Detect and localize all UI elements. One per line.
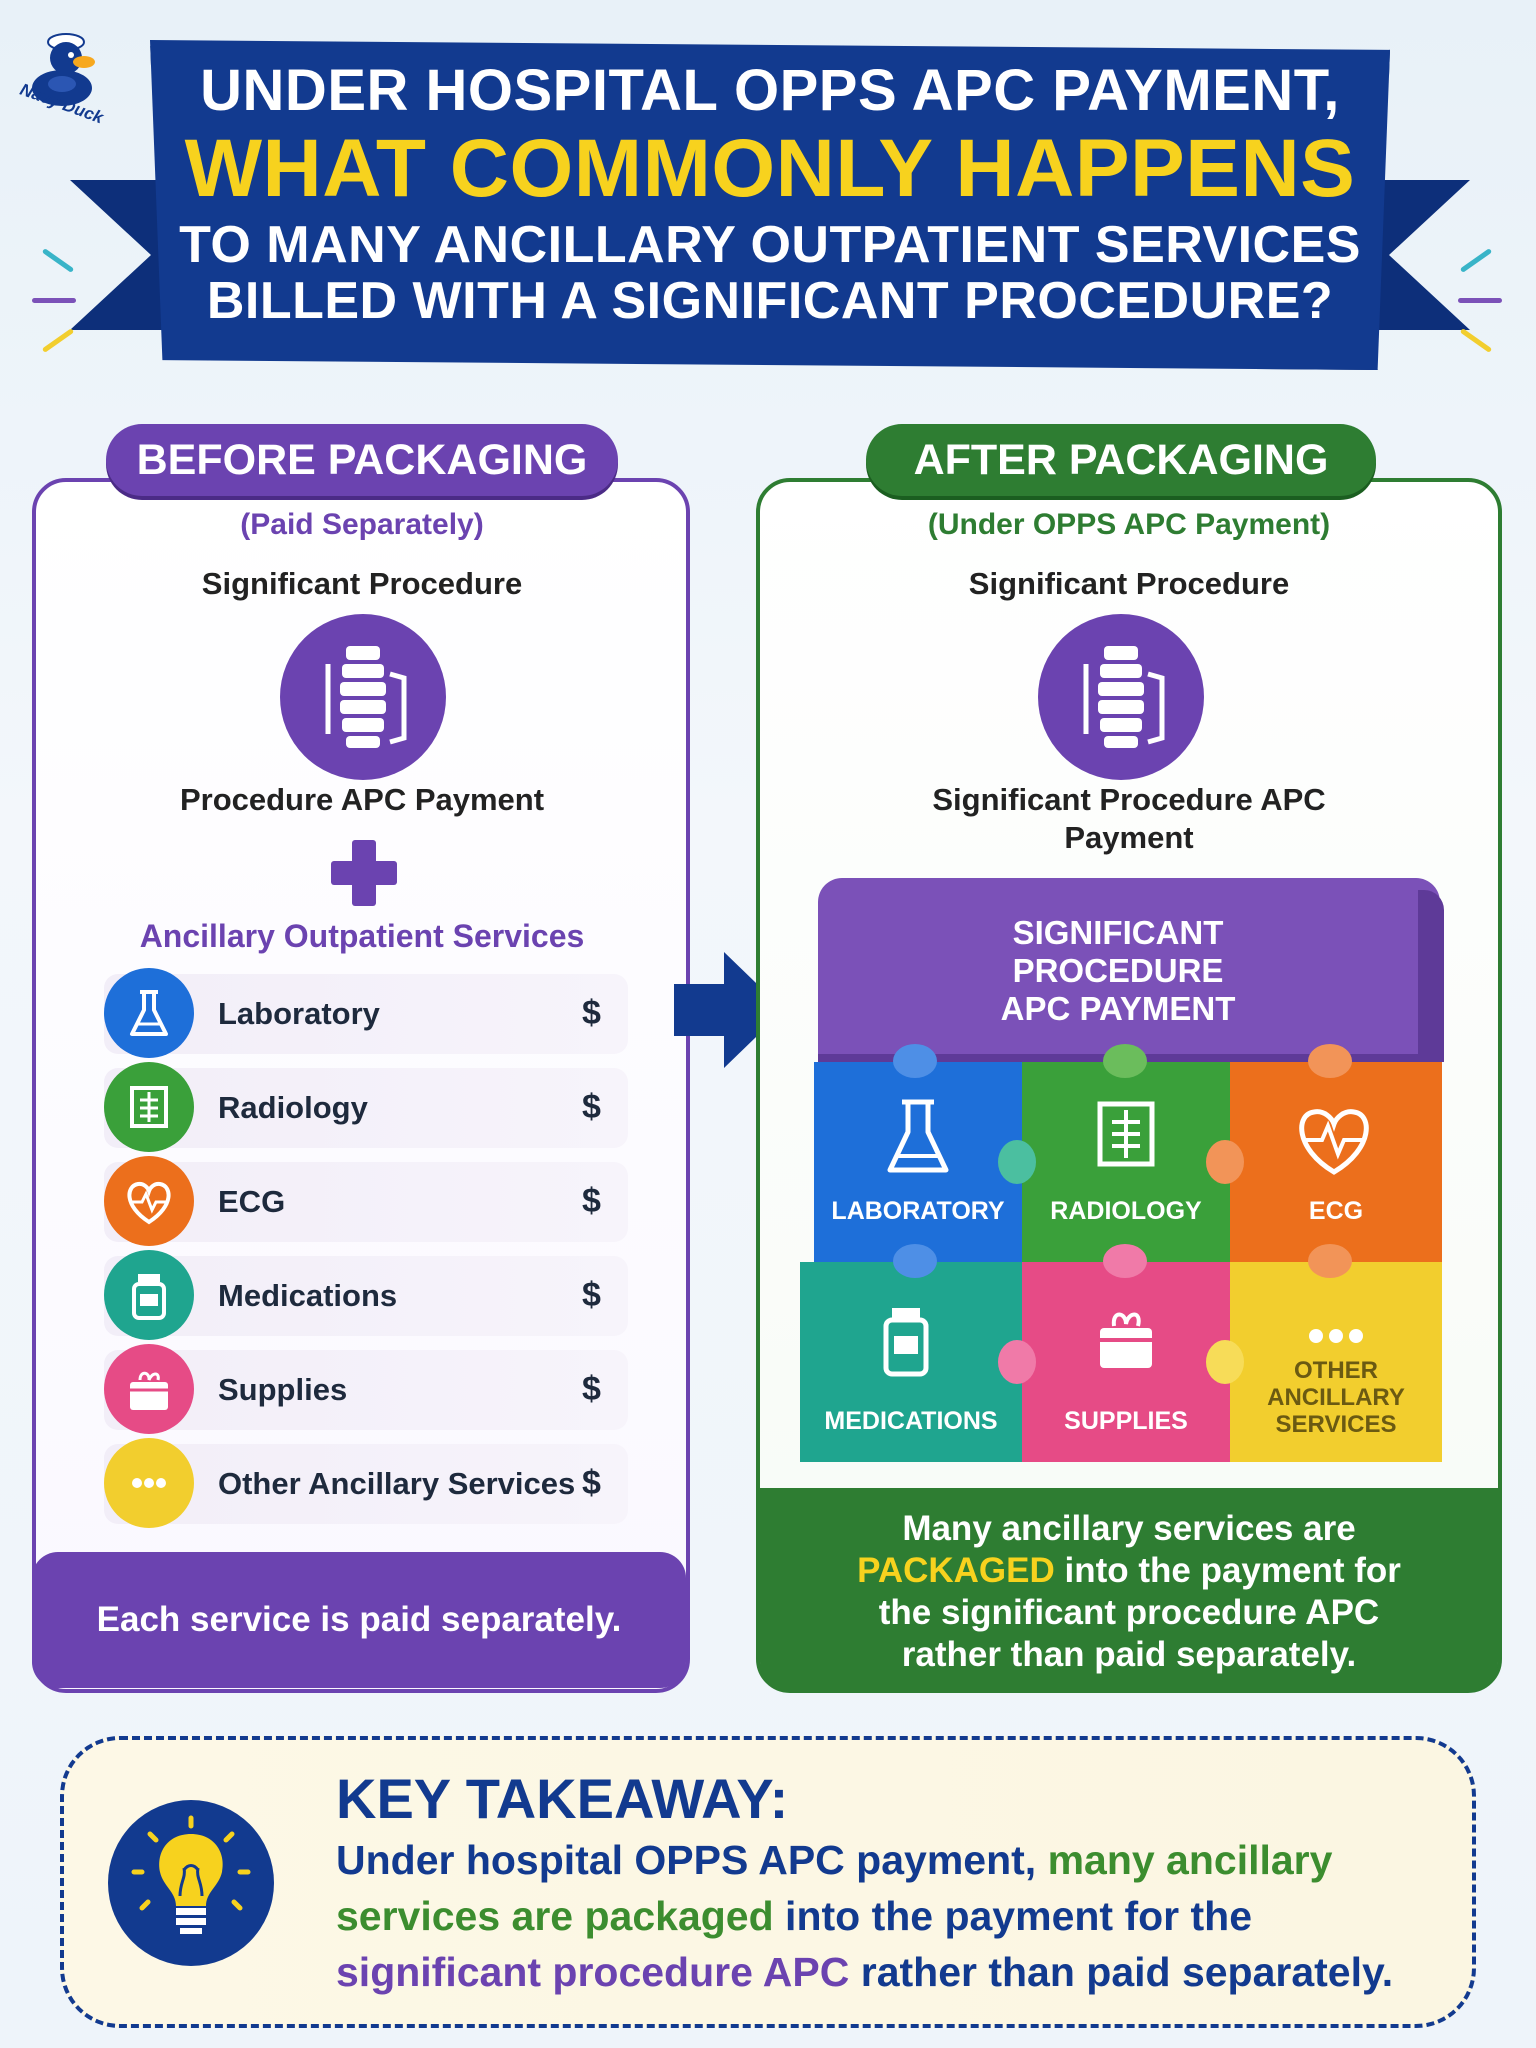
puzzle-piece-laboratory: LABORATORY [814, 1062, 1022, 1262]
puzzle-knob [893, 1244, 937, 1278]
packaged-highlight: PACKAGED [857, 1551, 1055, 1590]
after-footer-line-1: Many ancillary services are [902, 1509, 1356, 1548]
flask-icon [887, 1099, 949, 1173]
puzzle-top-line: SIGNIFICANT [1012, 914, 1224, 951]
service-label: Medications [218, 1278, 398, 1313]
takeaway-highlight-purple: significant procedure APC [336, 1949, 850, 1995]
puzzle-knob [998, 1140, 1036, 1184]
takeaway-part: into the payment for the [773, 1893, 1253, 1939]
puzzle-label: RADIOLOGY [1050, 1197, 1202, 1225]
puzzle-label: SUPPLIES [1064, 1407, 1188, 1435]
service-price: $ [582, 1182, 601, 1220]
takeaway-highlight-green: many ancillary services are packaged [336, 1837, 1333, 1939]
key-takeaway-title: KEY TAKEAWAY: [336, 1767, 789, 1830]
supply-box-icon [104, 1344, 194, 1434]
pill-bottle-icon [883, 1308, 929, 1377]
header-title: UNDER HOSPITAL OPPS APC PAYMENT, WHAT CO… [150, 58, 1390, 331]
puzzle-knob [893, 1044, 937, 1078]
ellipsis-icon [104, 1438, 194, 1528]
after-payment-label-2: Payment [1064, 820, 1194, 855]
header-banner: UNDER HOSPITAL OPPS APC PAYMENT, WHAT CO… [40, 30, 1500, 400]
after-procedure-label: Significant Procedure [968, 566, 1290, 601]
header-line-2: WHAT COMMONLY HAPPENS [184, 122, 1356, 214]
navy-duck-logo: Navy Duck [14, 16, 124, 127]
flask-icon [104, 968, 194, 1058]
puzzle-knob [1206, 1140, 1244, 1184]
after-footer-line-2: PACKAGED into the payment for [760, 1550, 1498, 1592]
spine-procedure-icon [1038, 614, 1204, 780]
lightbulb-icon [108, 1800, 274, 1966]
puzzle-side-shade [1418, 890, 1444, 1062]
takeaway-part: rather than paid separately. [849, 1949, 1394, 1995]
key-takeaway-box [60, 1736, 1476, 2028]
xray-icon [104, 1062, 194, 1152]
service-price: $ [582, 1088, 601, 1126]
puzzle-label: LABORATORY [831, 1197, 1005, 1225]
pill-bottle-icon [104, 1250, 194, 1340]
after-footer-line-2-rest: into the payment for [1054, 1551, 1401, 1590]
before-procedure-label: Significant Procedure [201, 566, 523, 601]
after-footer-box [760, 1488, 1498, 1692]
puzzle-apc-payment-text: SIGNIFICANT PROCEDURE APC PAYMENT [818, 914, 1418, 1028]
after-packaging-title: AFTER PACKAGING [866, 424, 1376, 496]
after-subtitle: (Under OPPS APC Payment) [927, 508, 1331, 541]
spark-decoration [1458, 298, 1502, 303]
banner-ribbon [150, 40, 1390, 370]
service-label: Radiology [218, 1090, 368, 1125]
before-footer-note: Each service is paid separately. [32, 1552, 686, 1688]
puzzle-knob [1103, 1044, 1147, 1078]
puzzle-top-line: PROCEDURE [1012, 952, 1224, 989]
service-price: $ [582, 1370, 601, 1408]
service-label: Laboratory [218, 996, 380, 1031]
key-takeaway-text: Under hospital OPPS APC payment, many an… [336, 1832, 1456, 2000]
service-label: Supplies [218, 1372, 348, 1407]
puzzle-top-line: APC PAYMENT [1000, 990, 1236, 1027]
plus-icon-bar [331, 861, 397, 885]
heart-pulse-icon [1299, 1109, 1369, 1175]
puzzle-label: ECG [1308, 1197, 1364, 1225]
header-line-1: UNDER HOSPITAL OPPS APC PAYMENT, [200, 58, 1340, 123]
puzzle-apc-payment-block [818, 878, 1440, 1062]
puzzle-piece-supplies: SUPPLIES [1022, 1262, 1230, 1462]
puzzle-piece-ecg: ECG [1230, 1062, 1442, 1262]
ellipsis-icon [1309, 1329, 1363, 1343]
puzzle-label: MEDICATIONS [824, 1407, 998, 1435]
heart-pulse-icon [104, 1156, 194, 1246]
takeaway-part: Under hospital OPPS APC payment, [336, 1837, 1048, 1883]
supply-box-icon [1100, 1312, 1152, 1368]
service-label: ECG [218, 1184, 286, 1219]
header-line-3: TO MANY ANCILLARY OUTPATIENT SERVICES [179, 216, 1361, 275]
puzzle-piece-radiology: RADIOLOGY [1022, 1062, 1230, 1262]
xray-icon [1097, 1101, 1155, 1167]
spark-decoration [32, 298, 76, 303]
service-price: $ [582, 1276, 601, 1314]
puzzle-knob [1308, 1244, 1352, 1278]
before-subtitle: (Paid Separately) [240, 508, 484, 541]
puzzle-knob [1206, 1340, 1244, 1384]
after-footer-note: Many ancillary services are PACKAGED int… [760, 1508, 1498, 1676]
puzzle-knob [1103, 1244, 1147, 1278]
puzzle-knob [1308, 1044, 1352, 1078]
after-payment-label-1: Significant Procedure APC [932, 782, 1326, 817]
right-arrow-icon [672, 948, 788, 1072]
after-footer-line-3: the significant procedure APC [878, 1593, 1380, 1632]
header-line-4: BILLED WITH A SIGNIFICANT PROCEDURE? [206, 272, 1334, 331]
puzzle-piece-other: OTHER ANCILLARY SERVICES [1230, 1262, 1442, 1462]
after-footer-line-4: rather than paid separately. [901, 1635, 1357, 1674]
before-packaging-title: BEFORE PACKAGING [106, 424, 618, 496]
spine-procedure-icon [280, 614, 446, 780]
puzzle-piece-medications: MEDICATIONS [800, 1262, 1022, 1462]
procedure-apc-payment-label: Procedure APC Payment [179, 782, 545, 817]
duck-icon [32, 33, 95, 106]
ancillary-services-title: Ancillary Outpatient Services [139, 918, 585, 954]
puzzle-label: OTHER ANCILLARY SERVICES [1267, 1357, 1405, 1438]
service-label: Other Ancillary Services [218, 1466, 576, 1501]
service-price: $ [582, 994, 601, 1032]
service-price: $ [582, 1464, 601, 1502]
puzzle-knob [998, 1340, 1036, 1384]
